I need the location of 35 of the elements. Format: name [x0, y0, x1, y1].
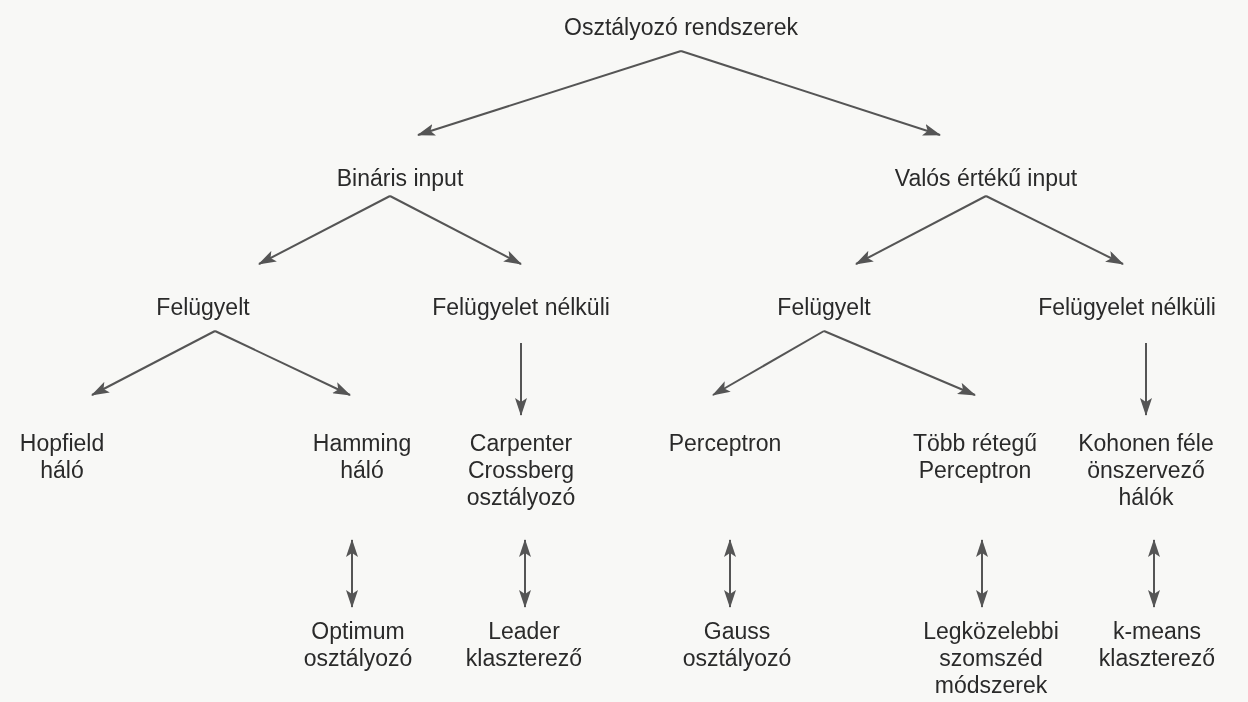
- node-label: Hamming háló: [311, 430, 413, 484]
- arrow: [855, 195, 987, 265]
- node-label: k-means klaszterező: [1097, 618, 1217, 672]
- node-label: Kohonen féle önszervező hálók: [1077, 430, 1215, 511]
- arrow: [258, 195, 391, 265]
- node-label: Perceptron: [667, 430, 783, 457]
- arrow: [823, 330, 976, 396]
- node-label: Leader klaszterező: [464, 618, 584, 672]
- node-label: Valós értékű input: [893, 165, 1079, 192]
- arrow: [680, 50, 941, 136]
- double-arrow: [1148, 539, 1160, 608]
- arrow: [91, 330, 216, 396]
- node-label: Gauss osztályozó: [681, 618, 793, 672]
- double-arrow: [976, 539, 988, 608]
- node-label: Bináris input: [335, 165, 465, 192]
- arrow: [515, 342, 527, 416]
- double-arrow: [346, 539, 358, 608]
- node-label: Felügyelt: [776, 294, 872, 321]
- node-label: Osztályozó rendszerek: [563, 14, 799, 41]
- arrow: [389, 195, 522, 265]
- arrow: [1140, 342, 1152, 416]
- double-arrow: [519, 539, 531, 608]
- node-label: Több rétegű Perceptron: [912, 430, 1038, 484]
- node-label: Felügyelet nélküli: [1037, 294, 1217, 321]
- arrow: [214, 330, 351, 396]
- node-label: Optimum osztályozó: [302, 618, 414, 672]
- arrow: [985, 195, 1124, 265]
- node-label: Felügyelt: [155, 294, 251, 321]
- node-label: Legközelebbi szomszéd módszerek: [922, 618, 1060, 699]
- node-label: Hopfield háló: [18, 430, 106, 484]
- arrow: [417, 50, 682, 136]
- node-label: Carpenter Crossberg osztályozó: [465, 430, 577, 511]
- double-arrow: [724, 539, 736, 608]
- arrow: [712, 330, 825, 396]
- node-label: Felügyelet nélküli: [431, 294, 611, 321]
